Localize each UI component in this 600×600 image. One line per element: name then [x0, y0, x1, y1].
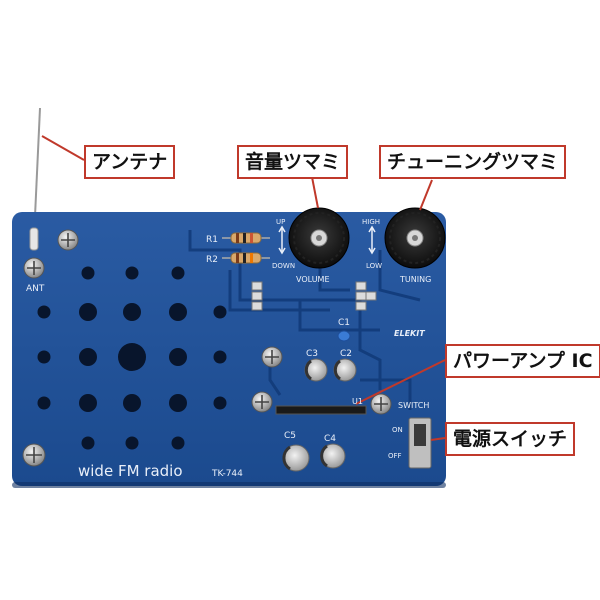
r1-label: R1: [206, 235, 218, 245]
antenna-callout: アンテナ: [84, 145, 176, 179]
slide-switch: [408, 417, 432, 469]
power-amp-ic-callout: パワーアンプ IC: [445, 344, 600, 378]
ant-label: ANT: [26, 284, 45, 294]
c5-label: C5: [284, 431, 296, 441]
tuning-low-label: LOW: [366, 262, 382, 270]
knob-direction-arrows: [278, 225, 376, 255]
electrolytic-capacitors: [282, 358, 357, 472]
mounting-screws: [22, 229, 392, 467]
product-name: wide FM radio: [78, 462, 183, 480]
brand-logo: ELEKIT: [394, 329, 425, 338]
small-components: [251, 281, 377, 342]
volume-label: VOLUME: [296, 275, 330, 284]
tuning-high-label: HIGH: [362, 218, 380, 226]
tuning-label: TUNING: [399, 275, 431, 284]
c3-label: C3: [306, 349, 318, 359]
model-number: TK-744: [211, 469, 243, 479]
resistors: [222, 232, 270, 264]
switch-label: SWITCH: [398, 401, 429, 410]
pcb-board: [12, 212, 446, 486]
speaker-grille: [37, 266, 227, 450]
c1-label: C1: [338, 318, 350, 328]
power-amp-ic-chip: [275, 405, 367, 415]
volume-up-label: UP: [276, 218, 285, 226]
c4-label: C4: [324, 434, 336, 444]
switch-on-label: ON: [392, 426, 403, 434]
r2-label: R2: [206, 255, 218, 265]
tuning-knob-callout: チューニングツマミ: [379, 145, 567, 179]
power-switch-callout: 電源スイッチ: [445, 422, 576, 456]
pcb-traces: [188, 230, 421, 410]
switch-off-label: OFF: [388, 452, 402, 460]
volume-knob: [288, 207, 350, 269]
tuning-knob: [384, 207, 446, 269]
c2-label: C2: [340, 349, 352, 359]
volume-down-label: DOWN: [272, 262, 295, 270]
callout-leaders: [41, 135, 446, 441]
volume-knob-callout: 音量ツマミ: [237, 145, 349, 179]
u1-label: U1: [352, 397, 363, 406]
